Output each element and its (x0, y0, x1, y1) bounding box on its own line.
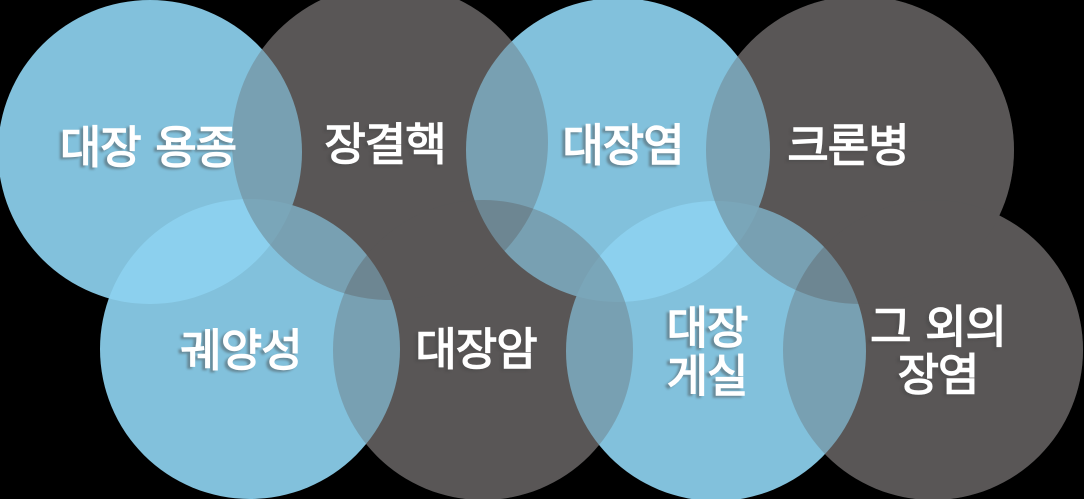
circle-ulcerative (100, 199, 400, 499)
overlap-tint-crohns-disease (706, 0, 1014, 304)
label-intestinal-tuberculosis: 장결핵 (324, 118, 446, 172)
overlap-tint-intestinal-tuberculosis (232, 0, 548, 300)
label-colon-cancer: 대장암 (415, 323, 537, 377)
label-colon-polyp: 대장 용종 (59, 121, 237, 175)
label-crohns-disease: 크론병 (787, 119, 909, 173)
label-colitis: 대장염 (562, 119, 684, 173)
overlap-tint-other-enteritis (783, 200, 1083, 499)
overlap-tint-colon-cancer (333, 200, 633, 499)
label-ulcerative: 궤양성 (180, 324, 302, 378)
circle-colon-diverticulum (566, 201, 866, 499)
label-other-enteritis: 그 외의 장염 (870, 300, 1007, 401)
label-colon-diverticulum: 대장 게실 (666, 301, 749, 402)
